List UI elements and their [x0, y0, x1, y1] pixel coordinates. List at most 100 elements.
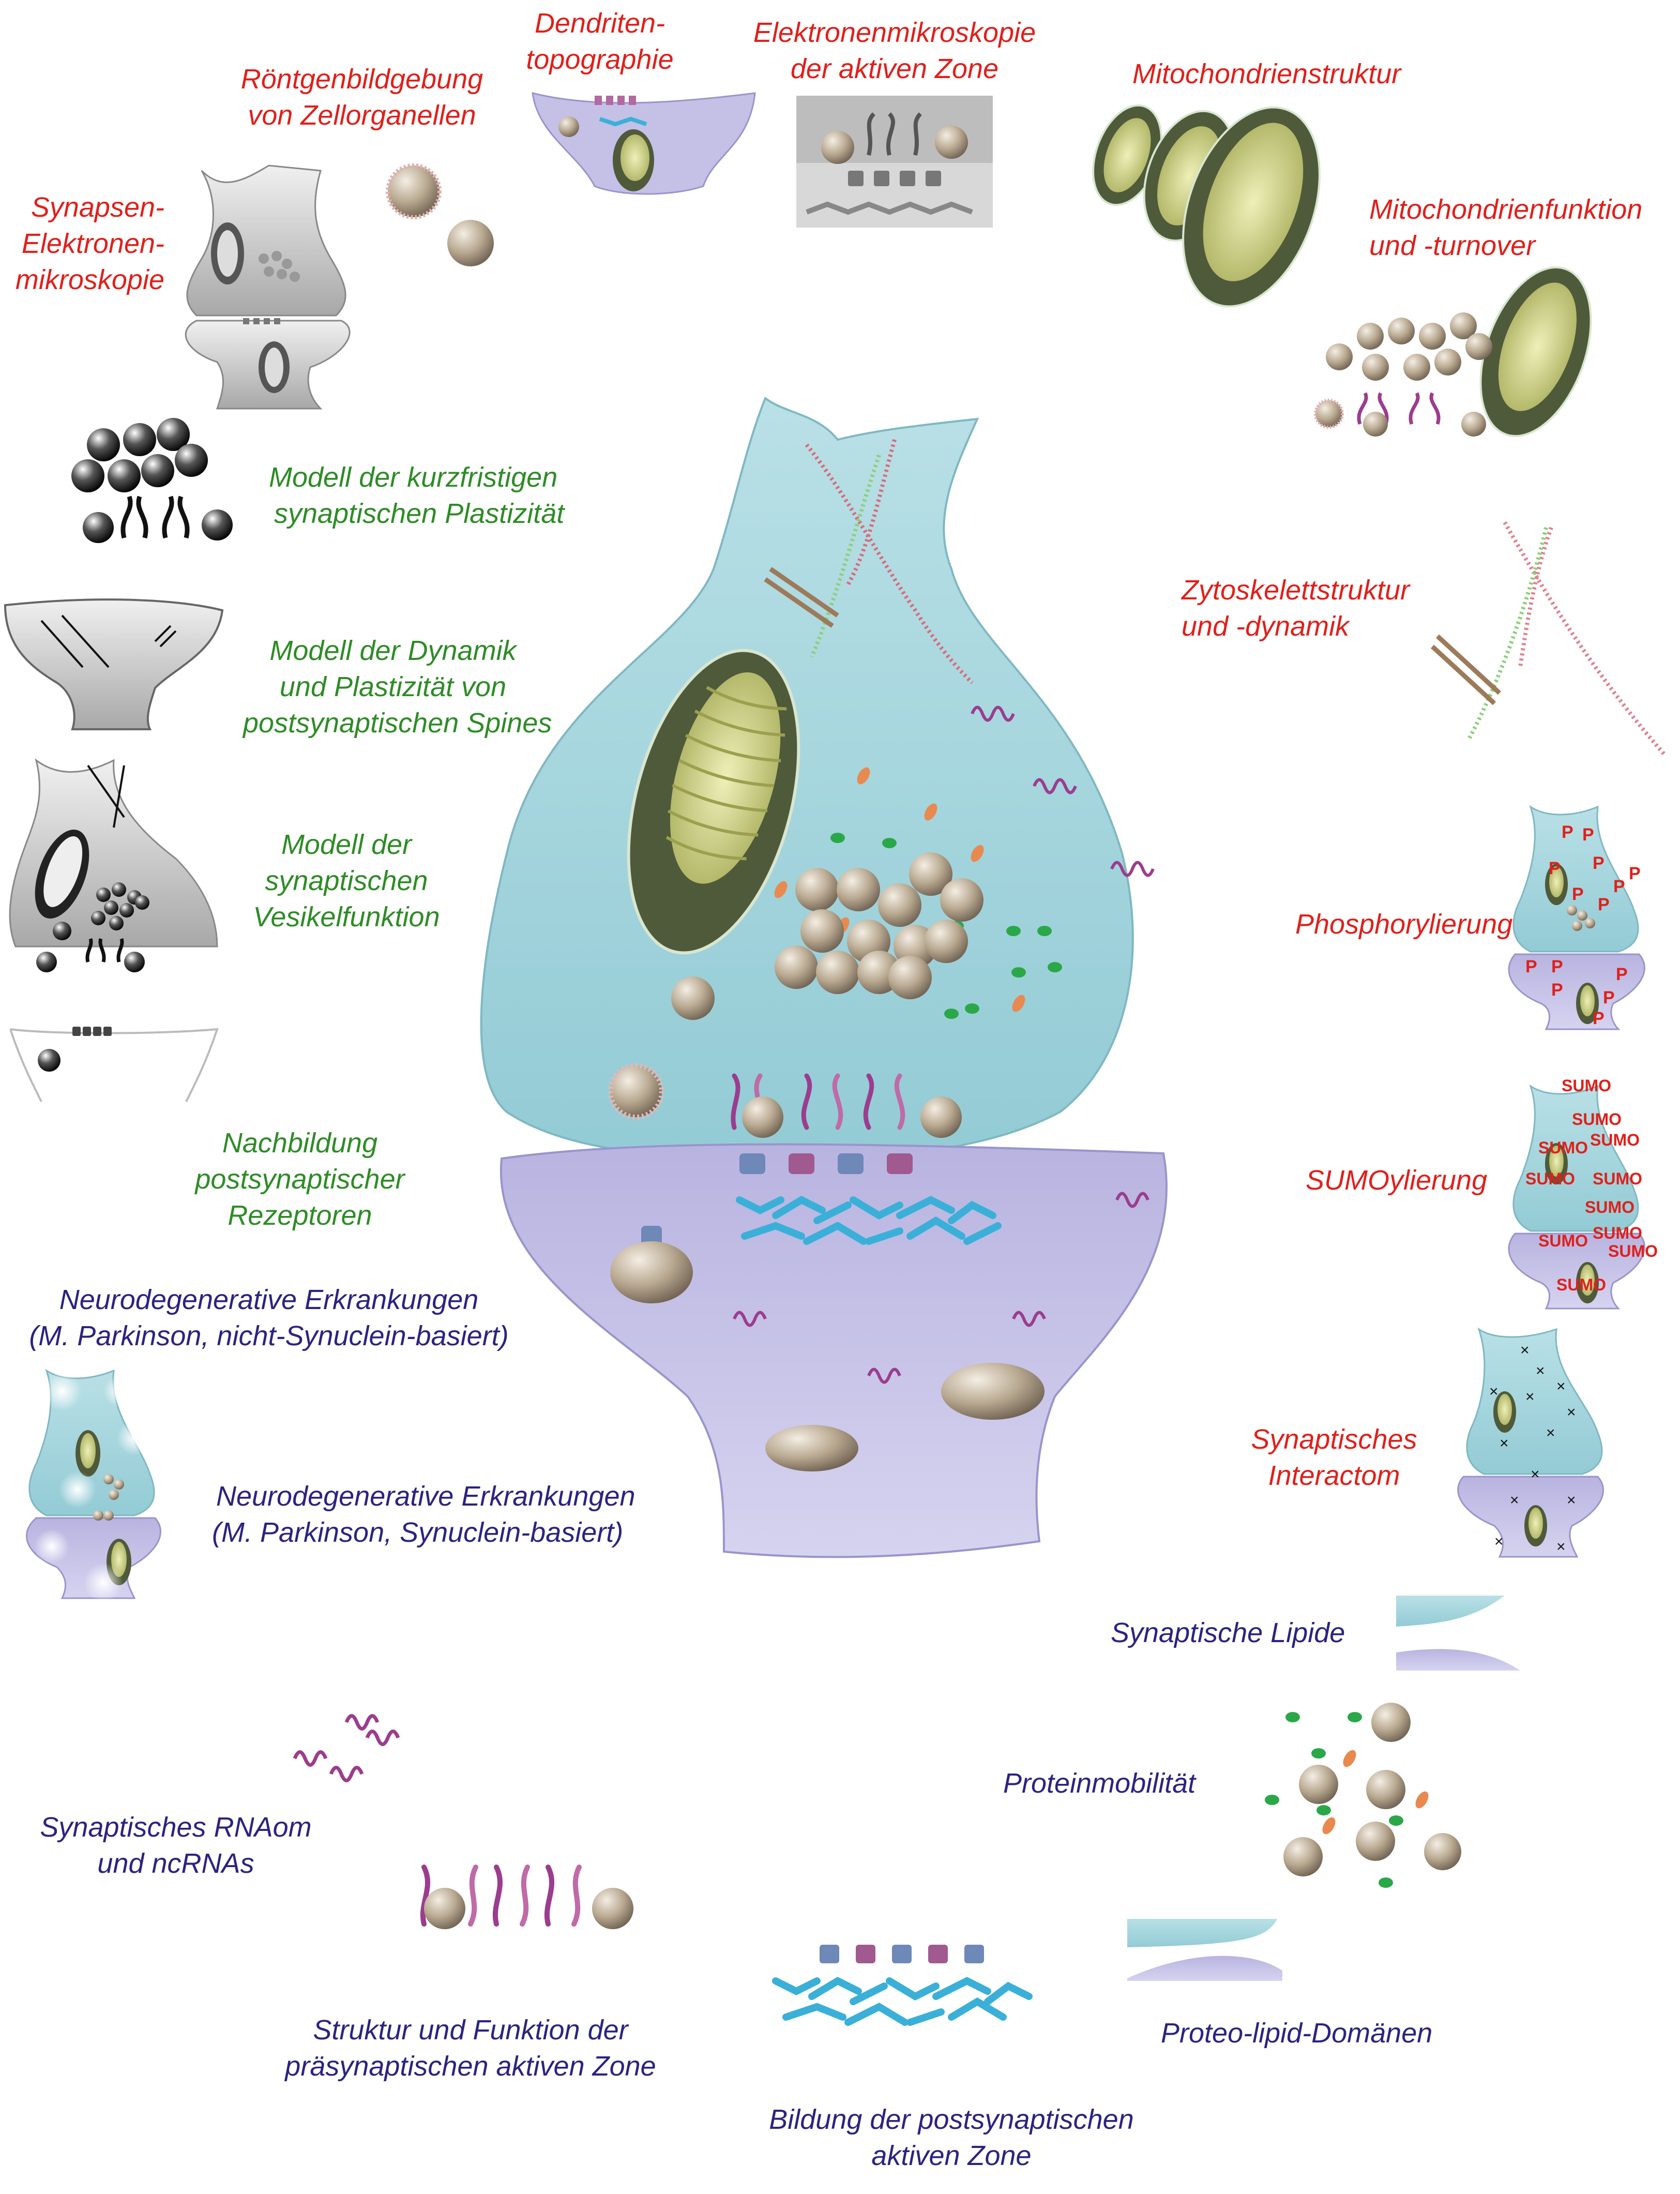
active-zone-em-icon — [796, 96, 993, 228]
phospho-mark: P — [1598, 895, 1610, 914]
label-line: postsynaptischer — [195, 1164, 405, 1195]
label-line: Struktur und Funktion der — [313, 2015, 628, 2046]
label-phosphorylierung: Phosphorylierung — [1295, 906, 1512, 942]
label-line: von Zellorganellen — [248, 100, 476, 131]
label-line: Synaptisches — [1251, 1424, 1417, 1455]
lipids-icon — [1396, 1596, 1520, 1671]
label-praesyn-zone: Struktur und Funktion der präsynaptische… — [259, 2012, 683, 2084]
label-line: Synapsen- — [31, 192, 164, 223]
interaction-mark: × — [1494, 1533, 1504, 1550]
interaction-mark: × — [1567, 1492, 1576, 1509]
label-line: (M. Parkinson, nicht-Synuclein-basiert) — [29, 1320, 509, 1351]
phospho-mark: P — [1525, 957, 1537, 976]
label-nachbildung: Nachbildung postsynaptischer Rezeptoren — [186, 1125, 414, 1234]
label-sumoylierung: SUMOylierung — [1306, 1162, 1487, 1198]
label-line: und Plastizität von — [279, 671, 507, 702]
label-line: mikroskopie — [15, 264, 164, 295]
interaction-mark: × — [1546, 1424, 1555, 1441]
label-line: Nachbildung — [222, 1128, 378, 1159]
label-neuro-nicht-synuclein: Neurodegenerative Erkrankungen (M. Parki… — [0, 1282, 538, 1354]
label-line: Synaptisches RNAom — [40, 1812, 312, 1843]
label-line: Phosphorylierung — [1295, 909, 1513, 940]
label-line: Röntgenbildgebung — [240, 64, 483, 95]
phospho-mark: P — [1613, 877, 1625, 896]
label-line: Mitochondrienfunktion — [1369, 194, 1643, 225]
sumo-mark: SUMO — [1572, 1110, 1622, 1129]
phospho-mark: P — [1582, 825, 1594, 845]
phospho-mark: P — [1551, 957, 1563, 976]
label-line: (M. Parkinson, Synuclein-basiert) — [212, 1517, 624, 1548]
label-rnaom: Synaptisches RNAom und ncRNAs — [31, 1809, 321, 1882]
label-synapsen-em: Synapsen- Elektronen- mikroskopie — [0, 189, 164, 298]
interaction-mark: × — [1489, 1383, 1499, 1400]
label-lipide: Synaptische Lipide — [1111, 1615, 1345, 1651]
label-line: aktiven Zone — [871, 2140, 1032, 2171]
interaction-mark: × — [1525, 1388, 1535, 1405]
phospho-mark: P — [1593, 853, 1605, 873]
interaction-mark: × — [1510, 1492, 1519, 1509]
main-synapse — [480, 396, 1168, 1558]
interaction-mark: × — [1567, 1404, 1576, 1421]
label-line: postsynaptischen Spines — [243, 708, 552, 739]
label-line: Mitochondrienstruktur — [1132, 58, 1401, 89]
sumoylation-icon: SUMO SUMO SUMO SUMO SUMO SUMO SUMO SUMO … — [1508, 1076, 1658, 1310]
label-line: Rezeptoren — [228, 1200, 372, 1231]
interactome-icon: × × × × × × × × × × × × × — [1457, 1327, 1604, 1558]
synapse-em-icon — [185, 164, 351, 410]
label-line: Neurodegenerative Erkrankungen — [216, 1481, 635, 1512]
label-line: Neurodegenerative Erkrankungen — [59, 1284, 479, 1315]
phospho-mark: P — [1603, 988, 1615, 1008]
cytoskeleton-icon — [1430, 521, 1667, 757]
label-line: Dendriten- — [534, 8, 665, 39]
sumo-mark: SUMO — [1538, 1138, 1588, 1157]
label-line: synaptischen — [265, 865, 428, 896]
label-line: der aktiven Zone — [790, 53, 999, 84]
presynaptic-zone-icon — [420, 1865, 633, 1929]
vesicle-function-icon — [9, 758, 218, 972]
rna-icon — [293, 1714, 400, 1782]
label-line: Proteinmobilität — [1003, 1768, 1196, 1799]
label-line: Synaptische Lipide — [1111, 1617, 1345, 1648]
phospho-mark: P — [1549, 859, 1561, 878]
label-line: Modell der kurzfristigen — [269, 462, 558, 493]
postsynaptic-zone-icon — [772, 1945, 1033, 2026]
sumo-mark: SUMO — [1608, 1242, 1658, 1260]
interaction-mark: × — [1531, 1466, 1540, 1483]
label-proteinmobilitaet: Proteinmobilität — [1003, 1765, 1195, 1801]
label-neuro-synuclein: Neurodegenerative Erkrankungen (M. Parki… — [212, 1478, 635, 1551]
phospho-mark: P — [1572, 884, 1584, 904]
mitochondria-function-icon — [1314, 266, 1592, 438]
label-line: synaptischen Plastizität — [274, 498, 565, 529]
label-em-aktive-zone: Elektronenmikroskopie der aktiven Zone — [734, 14, 1055, 87]
spine-dynamics-icon — [4, 598, 224, 730]
label-line: Zytoskelettstruktur — [1182, 575, 1410, 606]
sumo-mark: SUMO — [1593, 1169, 1642, 1188]
dendrite-topography-icon — [532, 92, 756, 195]
label-roentgen: Röntgenbildgebung von Zellorganellen — [217, 61, 507, 133]
label-line: SUMOylierung — [1306, 1165, 1488, 1196]
label-line: Vesikelfunktion — [253, 901, 440, 933]
label-line: und ncRNAs — [97, 1848, 254, 1879]
label-mito-funktion: Mitochondrienfunktion und -turnover — [1369, 191, 1642, 264]
label-line: und -turnover — [1369, 230, 1536, 261]
receptor-modeling-icon — [9, 1027, 219, 1102]
sumo-mark: SUMO — [1593, 1224, 1642, 1242]
phospho-mark: P — [1551, 980, 1563, 1000]
presynaptic-terminal — [480, 396, 1134, 1160]
sumo-mark: SUMO — [1556, 1275, 1606, 1294]
phospho-mark: P — [1616, 965, 1628, 984]
label-line: topographie — [526, 44, 674, 75]
interaction-mark: × — [1520, 1342, 1530, 1359]
protein-mobility-icon — [1265, 1703, 1461, 1888]
main-mitochondrion — [627, 649, 800, 955]
label-line: Elektronen- — [21, 228, 164, 259]
label-line: Proteo-lipid-Domänen — [1161, 2018, 1433, 2049]
sumo-mark: SUMO — [1585, 1198, 1634, 1216]
main-vesicle-cluster — [671, 852, 983, 1020]
parkinson-icon — [26, 1369, 161, 1602]
short-term-plasticity-icon — [71, 418, 233, 543]
sumo-mark: SUMO — [1538, 1231, 1588, 1250]
label-modell-spines: Modell der Dynamik und Plastizität von p… — [243, 633, 552, 741]
label-mito-struktur: Mitochondrienstruktur — [1132, 56, 1401, 92]
